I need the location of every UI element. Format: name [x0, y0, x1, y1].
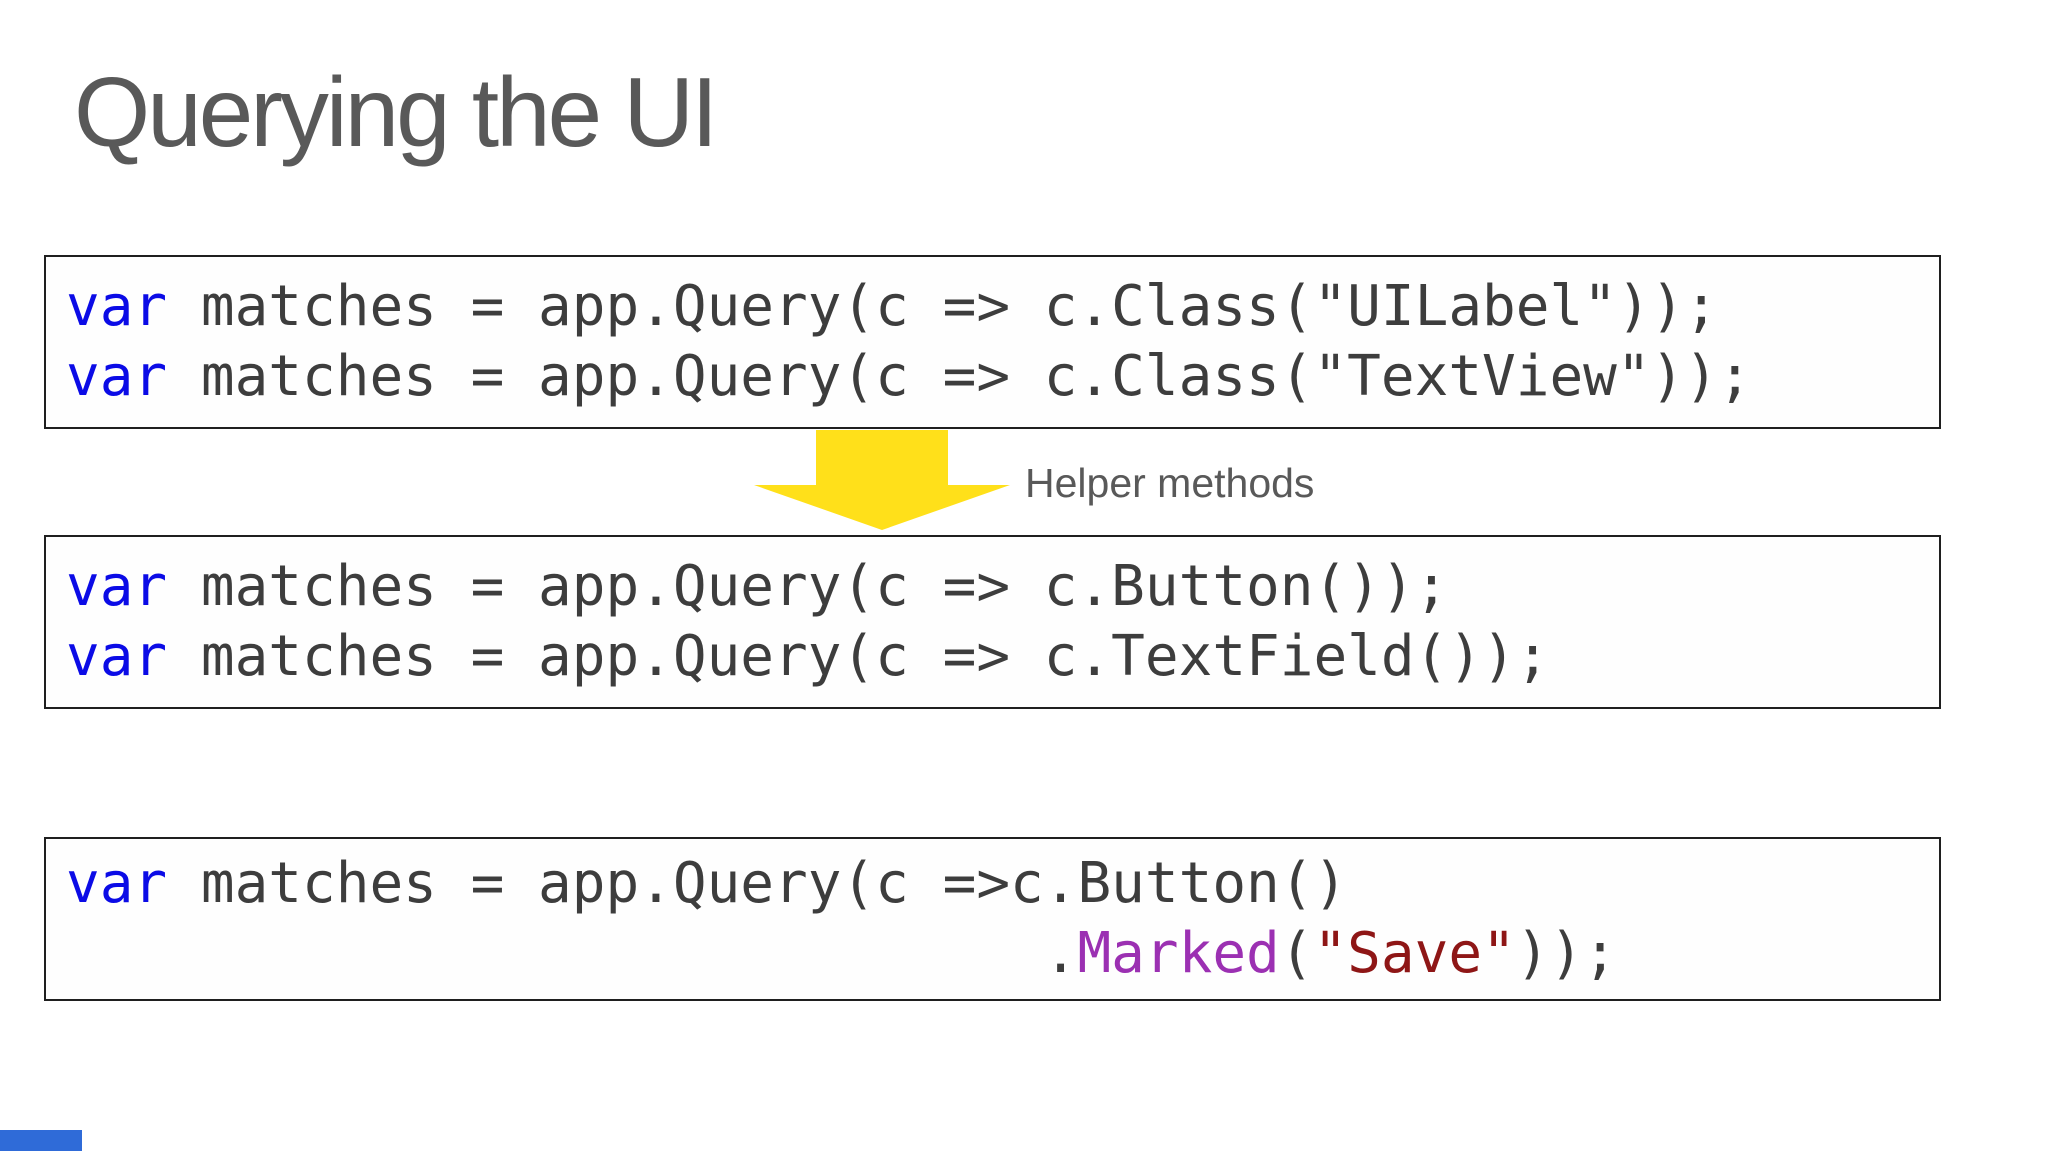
code-keyword: var: [66, 624, 168, 689]
bottom-left-bar: [0, 1130, 82, 1151]
code-string: "Save": [1313, 921, 1516, 986]
code-line: var matches = app.Query(c =>c.Button(): [66, 849, 1929, 919]
code-box-class-queries: var matches = app.Query(c => c.Class("UI…: [44, 255, 1941, 429]
code-line: var matches = app.Query(c => c.TextField…: [66, 622, 1929, 692]
code-text: (: [1279, 921, 1314, 986]
code-keyword: var: [66, 851, 168, 916]
code-keyword: var: [66, 274, 168, 339]
code-text: ));: [1515, 921, 1617, 986]
code-text: matches = app.Query(c => c.TextField());: [167, 624, 1550, 689]
code-text: matches = app.Query(c => c.Class("UILabe…: [167, 274, 1719, 339]
helper-methods-label: Helper methods: [1025, 460, 1315, 506]
code-line: var matches = app.Query(c => c.Class("UI…: [66, 272, 1929, 342]
code-box-helper-queries: var matches = app.Query(c => c.Button())…: [44, 535, 1941, 709]
code-line: var matches = app.Query(c => c.Button())…: [66, 552, 1929, 622]
down-arrow-icon: [754, 430, 1010, 530]
code-text: .: [66, 921, 1078, 986]
code-box-marked-query: var matches = app.Query(c =>c.Button() .…: [44, 837, 1941, 1001]
code-text: matches = app.Query(c =>c.Button(): [167, 851, 1348, 916]
page-title: Querying the UI: [74, 57, 718, 167]
code-method: Marked: [1077, 921, 1280, 986]
code-text: matches = app.Query(c => c.Button());: [167, 554, 1449, 619]
code-text: matches = app.Query(c => c.Class("TextVi…: [167, 344, 1752, 409]
code-keyword: var: [66, 344, 168, 409]
code-line: .Marked("Save"));: [66, 919, 1929, 989]
code-line: var matches = app.Query(c => c.Class("Te…: [66, 342, 1929, 412]
code-keyword: var: [66, 554, 168, 619]
